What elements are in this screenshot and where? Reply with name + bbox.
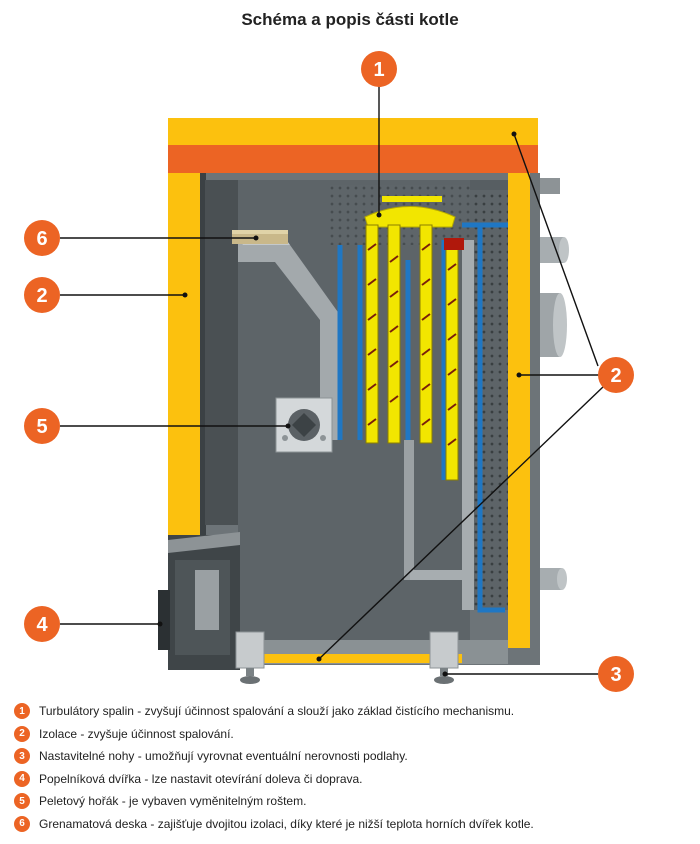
legend-item-2: 2 Izolace - zvyšuje účinnost spalování.: [14, 723, 694, 746]
legend-text: Peletový hořák - je vybaven vyměnitelným…: [39, 794, 307, 809]
callout-2-right: 2: [598, 357, 634, 393]
leader-lines: [60, 83, 614, 675]
callout-6-label: 6: [36, 228, 47, 250]
callout-5-label: 5: [36, 416, 47, 438]
callout-4-label: 4: [36, 614, 48, 636]
legend-number-badge: 3: [14, 748, 30, 765]
legend-text: Nastavitelné nohy - umožňují vyrovnat ev…: [39, 749, 408, 764]
right-insulation: [508, 173, 530, 648]
callout-1-label: 1: [373, 59, 384, 81]
legend-number-badge: 1: [14, 703, 30, 720]
adjustable-legs: [235, 631, 459, 684]
legend-text: Popelníková dvířka - lze nastavit otevír…: [39, 771, 363, 786]
callout-4: 4: [24, 606, 60, 642]
callout-3-label: 3: [610, 664, 621, 686]
legend-item-6: 6 Grenamatová deska - zajišťuje dvojitou…: [14, 813, 694, 836]
top-insulation: [168, 118, 538, 148]
callout-2-right-label: 2: [610, 365, 621, 387]
turbulators: [364, 196, 464, 481]
legend: 1 Turbulátory spalin - zvyšují účinnost …: [14, 700, 694, 835]
legend-text: Turbulátory spalin - zvyšují účinnost sp…: [39, 704, 515, 719]
legend-number-badge: 6: [14, 815, 30, 832]
ash-door: [158, 532, 240, 670]
legend-number-badge: 2: [14, 725, 30, 742]
bottom-insulation: [262, 654, 462, 663]
legend-item-5: 5 Peletový hořák - je vybaven vyměniteln…: [14, 790, 694, 813]
pellet-burner: [275, 397, 333, 453]
legend-item-1: 1 Turbulátory spalin - zvyšují účinnost …: [14, 700, 694, 723]
callout-1: 1: [361, 51, 397, 87]
top-plate: [168, 145, 538, 173]
connection-pipes: [538, 178, 569, 590]
legend-number-badge: 5: [14, 793, 30, 810]
legend-text: Izolace - zvyšuje účinnost spalování.: [39, 726, 234, 741]
legend-item-4: 4 Popelníková dvířka - lze nastavit otev…: [14, 768, 694, 791]
leader-endpoints: [157, 131, 522, 677]
callout-2-left: 2: [24, 277, 60, 313]
legend-item-3: 3 Nastavitelné nohy - umožňují vyrovnat …: [14, 745, 694, 768]
legend-text: Grenamatová deska - zajišťuje dvojitou i…: [39, 816, 534, 831]
legend-number-badge: 4: [14, 770, 30, 787]
water-jacket: [337, 222, 508, 613]
callout-2-left-label: 2: [36, 285, 47, 307]
left-insulation: [168, 173, 202, 535]
callout-3: 3: [598, 656, 634, 692]
callout-5: 5: [24, 408, 60, 444]
callout-6: 6: [24, 220, 60, 256]
boiler-cutaway-diagram: 1 2 2 3 4 5 6: [24, 51, 634, 692]
diagram-title: Schéma a popis části kotle: [241, 10, 459, 29]
